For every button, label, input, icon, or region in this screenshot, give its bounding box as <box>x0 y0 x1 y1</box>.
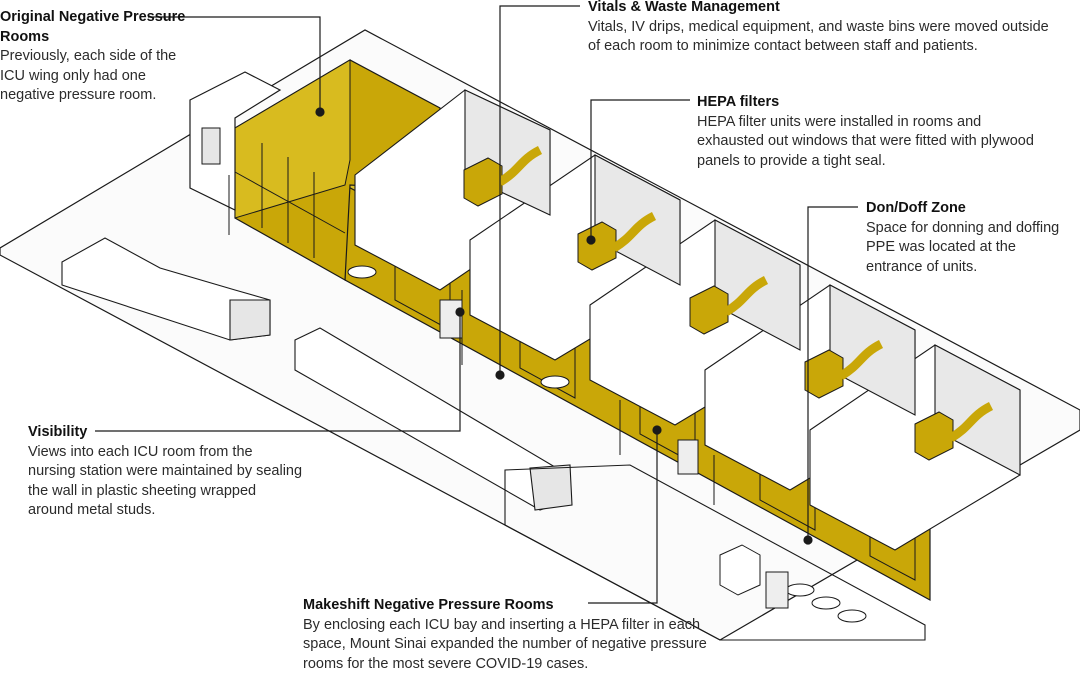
annotation-body: HEPA filter units were installed in room… <box>697 113 1034 169</box>
annotation-makeshift-rooms: Makeshift Negative Pressure Rooms By enc… <box>303 596 713 674</box>
annotation-title: HEPA filters <box>697 94 780 110</box>
annotation-vitals-waste: Vitals & Waste Management Vitals, IV dri… <box>588 0 1058 57</box>
nursing-station-lower <box>294 327 573 511</box>
nursing-station-upper <box>61 237 271 341</box>
hepa-unit <box>914 401 994 461</box>
hepa-unit <box>463 145 543 207</box>
original-negative-pressure-room <box>189 59 441 281</box>
hepa-unit <box>804 339 884 399</box>
annotation-body: Vitals, IV drips, medical equipment, and… <box>588 18 1049 55</box>
annotation-original-rooms: Original Negative Pressure Rooms Previou… <box>0 8 190 106</box>
hepa-unit <box>689 275 769 335</box>
hepa-filter-units <box>463 145 994 461</box>
don-doff-structure <box>504 464 926 641</box>
annotation-visibility: Visibility Views into each ICU room from… <box>28 423 303 521</box>
annotation-hepa-filters: HEPA filters HEPA filter units were inst… <box>697 93 1047 171</box>
annotation-body: Views into each ICU room from the nursin… <box>28 443 303 519</box>
annotation-body: Space for donning and doffing PPE was lo… <box>866 219 1060 275</box>
annotation-don-doff-zone: Don/Doff Zone Space for donning and doff… <box>866 199 1066 277</box>
annotation-body: Previously, each side of the ICU wing on… <box>0 48 177 103</box>
annotation-title: Don/Doff Zone <box>866 200 966 216</box>
corridor-equipment <box>228 175 867 623</box>
annotation-title: Visibility <box>28 424 88 440</box>
annotation-body: By enclosing each ICU bay and inserting … <box>303 616 707 672</box>
annotation-title: Vitals & Waste Management <box>588 0 780 15</box>
annotation-title: Makeshift Negative Pressure Rooms <box>303 597 554 613</box>
leader-lines <box>95 5 858 604</box>
annotation-title: Original Negative Pressure Rooms <box>0 9 186 45</box>
hepa-unit <box>577 211 657 271</box>
